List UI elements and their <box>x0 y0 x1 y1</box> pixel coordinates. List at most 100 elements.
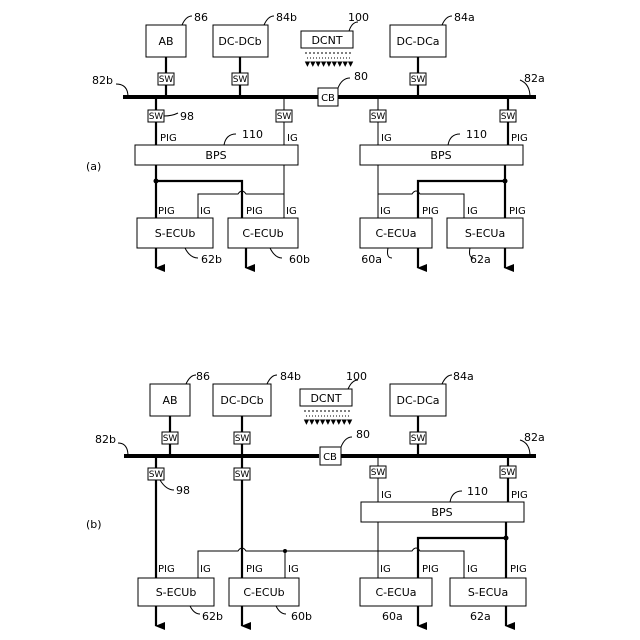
ref-82a: 82a <box>524 431 545 444</box>
ref-62a: 62a <box>470 610 491 623</box>
leader-line <box>190 606 200 614</box>
svg-text:SW: SW <box>163 434 178 444</box>
svg-text:IG: IG <box>200 206 211 217</box>
cecu-a-label: C-ECUa <box>375 227 416 240</box>
svg-text:SW: SW <box>277 112 292 122</box>
leader-line <box>186 375 196 384</box>
svg-text:IG: IG <box>288 564 299 575</box>
switch-dcdc-b: SW <box>232 73 248 85</box>
svg-text:SW: SW <box>501 112 516 122</box>
cecu-a-label: C-ECUa <box>375 586 416 599</box>
dcnt-label: DCNT <box>310 392 341 405</box>
leader-line <box>267 375 277 384</box>
leader-line <box>164 113 178 116</box>
panel-caption: (b) <box>86 518 102 531</box>
panel-caption: (a) <box>86 160 101 173</box>
switch-ab: SW <box>158 73 174 85</box>
ref-84b: 84b <box>276 11 297 24</box>
ab-label: AB <box>158 35 173 48</box>
dcnt-signal-arrows: ▼▼▼▼▼▼▼▼▼ <box>305 53 354 68</box>
dcdc-b-label: DC-DCb <box>220 394 263 407</box>
switch-ig-b: SW <box>276 110 292 122</box>
svg-text:SW: SW <box>371 112 386 122</box>
leader-line <box>448 134 460 145</box>
svg-text:SW: SW <box>411 75 426 85</box>
switch-ig-a: SW <box>370 110 386 122</box>
ref-62b: 62b <box>201 253 222 266</box>
cb-label: CB <box>321 93 335 104</box>
ref-84a: 84a <box>453 370 474 383</box>
ref-100: 100 <box>346 370 367 383</box>
ref-110: 110 <box>242 128 263 141</box>
ref-82a: 82a <box>524 72 545 85</box>
leader-line <box>442 375 452 384</box>
svg-text:SW: SW <box>159 75 174 85</box>
ref-110: 110 <box>466 128 487 141</box>
switch-dcdc-b: SW <box>234 432 250 444</box>
svg-text:PIG: PIG <box>160 133 177 144</box>
dcdc-a-label: DC-DCa <box>396 35 439 48</box>
svg-text:SW: SW <box>233 75 248 85</box>
leader-line <box>388 248 393 258</box>
ref-80: 80 <box>354 70 368 83</box>
ref-98: 98 <box>180 110 194 123</box>
svg-text:SW: SW <box>371 468 386 478</box>
svg-text:SW: SW <box>501 468 516 478</box>
leader-line <box>182 16 192 25</box>
svg-text:PIG: PIG <box>158 564 175 575</box>
ref-60a: 60a <box>382 610 403 623</box>
switch-98: SW <box>148 110 164 122</box>
leader-line <box>264 16 274 25</box>
secu-b-label: S-ECUb <box>156 586 197 599</box>
ref-60a: 60a <box>361 253 382 266</box>
switch-dcdc-a: SW <box>410 432 426 444</box>
ref-82b: 82b <box>92 74 113 87</box>
ref-60b: 60b <box>291 610 312 623</box>
secu-b-label: S-ECUb <box>155 227 196 240</box>
ref-82b: 82b <box>95 433 116 446</box>
ref-60b: 60b <box>289 253 310 266</box>
leader-line <box>442 16 452 25</box>
switch-dcdc-b-down: SW <box>234 468 250 480</box>
switch-ab: SW <box>162 432 178 444</box>
svg-text:IG: IG <box>200 564 211 575</box>
ref-62a: 62a <box>470 253 491 266</box>
panel-a: (a) AB 86 DC-DCb 84b DCNT ▼▼▼▼▼▼▼▼▼ 100 … <box>86 11 545 268</box>
ref-84a: 84a <box>454 11 475 24</box>
leader-line <box>338 78 350 88</box>
switch-pig-a: SW <box>500 466 516 478</box>
svg-text:PIG: PIG <box>158 206 175 217</box>
svg-text:SW: SW <box>411 434 426 444</box>
switch-98: SW <box>148 468 164 480</box>
secu-a-label: S-ECUa <box>468 586 508 599</box>
svg-text:IG: IG <box>467 564 478 575</box>
ref-110: 110 <box>467 485 488 498</box>
svg-text:PIG: PIG <box>511 133 528 144</box>
svg-text:PIG: PIG <box>509 206 526 217</box>
ref-98: 98 <box>176 484 190 497</box>
svg-text:IG: IG <box>287 133 298 144</box>
ref-84b: 84b <box>280 370 301 383</box>
svg-text:SW: SW <box>149 470 164 480</box>
cecu-b-label: C-ECUb <box>242 227 283 240</box>
svg-text:SW: SW <box>235 434 250 444</box>
switch-pig-a: SW <box>500 110 516 122</box>
leader-line <box>450 491 462 502</box>
dcnt-signal-arrows: ▼▼▼▼▼▼▼▼▼ <box>304 411 353 426</box>
dcdc-a-label: DC-DCa <box>396 394 439 407</box>
svg-text:IG: IG <box>381 133 392 144</box>
svg-text:SW: SW <box>149 112 164 122</box>
svg-text:IG: IG <box>381 490 392 501</box>
svg-text:PIG: PIG <box>246 564 263 575</box>
ref-80: 80 <box>356 428 370 441</box>
ref-86: 86 <box>196 370 210 383</box>
ref-86: 86 <box>194 11 208 24</box>
leader-line <box>224 134 236 145</box>
svg-text:▼▼▼▼▼▼▼▼▼: ▼▼▼▼▼▼▼▼▼ <box>304 418 353 426</box>
leader-line <box>270 248 282 258</box>
svg-text:IG: IG <box>380 206 391 217</box>
leader-line <box>160 480 174 490</box>
ref-62b: 62b <box>202 610 223 623</box>
svg-text:▼▼▼▼▼▼▼▼▼: ▼▼▼▼▼▼▼▼▼ <box>305 60 354 68</box>
